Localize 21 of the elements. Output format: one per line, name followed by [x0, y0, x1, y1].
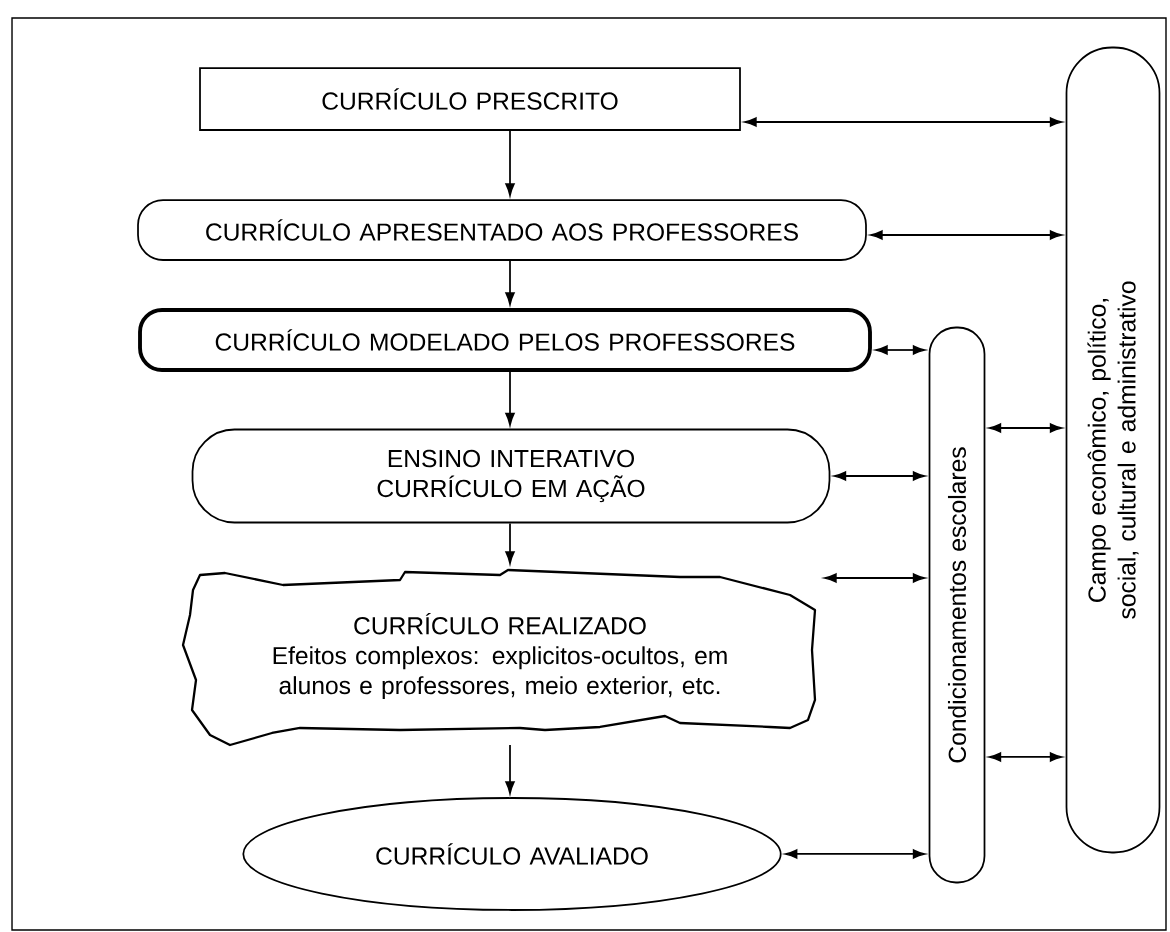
vertical-box: Campo econômico, político, social, cultural e administrativo [1065, 46, 1161, 854]
arrow [505, 522, 515, 564]
arrow [744, 117, 1063, 127]
ellipse-box: CURRÍCULO AVALIADO [242, 797, 782, 911]
arrow [784, 849, 926, 859]
arrow [824, 573, 926, 583]
arrow [870, 230, 1063, 240]
rounded-box: CURRÍCULO MODELADO PELOS PROFESSORES [138, 308, 872, 372]
arrow [833, 471, 926, 481]
arrow [505, 371, 515, 426]
rounded-box: ENSINO INTERATIVO CURRÍCULO EM AÇÃO [191, 428, 831, 524]
rounded-box: CURRÍCULO APRESENTADO AOS PROFESSORES [137, 199, 867, 261]
arrow [505, 744, 515, 794]
arrow [505, 130, 515, 196]
vertical-box: Condicionamentos escolares [928, 326, 986, 884]
arrow [988, 752, 1063, 762]
arrow [988, 423, 1063, 433]
torn-edge-box: CURRÍCULO REALIZADO Efeitos complexos: explicitos-ocultos, em alunos e professores, meio exterior, etc. [181, 568, 817, 747]
process-box: CURRÍCULO PRESCRITO [199, 67, 741, 131]
arrow [505, 260, 515, 305]
arrow [875, 345, 926, 355]
